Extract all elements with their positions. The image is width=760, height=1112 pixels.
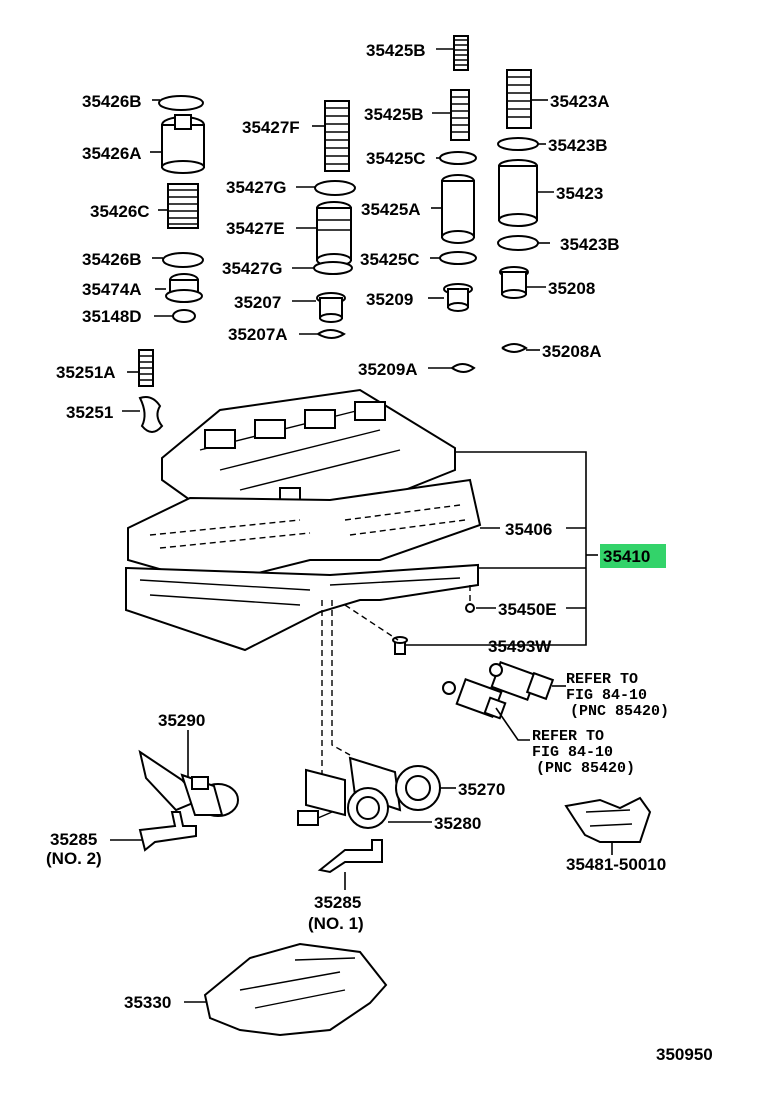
guide-line-solenoid-b: [331, 600, 351, 756]
piston-35423[interactable]: [498, 159, 538, 227]
solenoid-upper-right[interactable]: [489, 661, 555, 701]
spring-35425b-top[interactable]: [453, 35, 469, 71]
label-35425b-top[interactable]: 35425B: [366, 41, 426, 60]
label-35425c-top[interactable]: 35425C: [366, 149, 426, 168]
svg-text:REFER TO: REFER TO: [566, 671, 638, 688]
leader-35410-bracket: [406, 451, 587, 646]
spring-35426c[interactable]: [167, 183, 199, 229]
label-35270[interactable]: 35270: [458, 780, 505, 799]
label-35251a[interactable]: 35251A: [56, 363, 116, 382]
ring-35423b-top[interactable]: [497, 137, 539, 151]
clip-35207a[interactable]: [317, 329, 346, 339]
ring-35425c-top[interactable]: [439, 151, 477, 165]
label-35425b-mid[interactable]: 35425B: [364, 105, 424, 124]
pipe-35481-50010[interactable]: [564, 796, 652, 843]
bolt-35493w[interactable]: [392, 636, 408, 655]
label-35285-no1[interactable]: 35285: [314, 893, 361, 912]
clip-35208a[interactable]: [501, 343, 528, 353]
clip-35209a[interactable]: [451, 363, 476, 373]
spring-35251a[interactable]: [138, 349, 154, 387]
seal-35148d[interactable]: [172, 309, 196, 323]
label-35207a[interactable]: 35207A: [228, 325, 288, 344]
lower-valve-body[interactable]: [125, 563, 479, 652]
solenoid-35290[interactable]: [138, 749, 239, 817]
refer-note-lower: REFER TO FIG 84-10 (PNC 85420): [532, 728, 635, 777]
label-35493w[interactable]: 35493W: [488, 637, 552, 656]
label-35207[interactable]: 35207: [234, 293, 281, 312]
ring-35423b-bottom[interactable]: [497, 235, 539, 251]
bracket-35285-no2[interactable]: [138, 811, 197, 852]
ring-35427g-top[interactable]: [314, 180, 356, 196]
strainer-35330[interactable]: [203, 942, 388, 1037]
spring-35423a[interactable]: [506, 69, 532, 129]
label-35427g-bot[interactable]: 35427G: [222, 259, 283, 278]
highlight-35410: [600, 544, 666, 568]
label-35426b-bot[interactable]: 35426B: [82, 250, 142, 269]
label-35148d[interactable]: 35148D: [82, 307, 142, 326]
plug-35209[interactable]: [443, 283, 473, 312]
diagram-code: 350950: [656, 1045, 713, 1064]
ring-35427g-bottom[interactable]: [313, 261, 353, 275]
piston-35474a[interactable]: [165, 273, 203, 303]
retainer-35251[interactable]: [138, 396, 164, 433]
label-35423b-bot[interactable]: 35423B: [560, 235, 620, 254]
label-35209a[interactable]: 35209A: [358, 360, 418, 379]
label-35425a[interactable]: 35425A: [361, 200, 421, 219]
label-35410[interactable]: 35410: [603, 547, 650, 566]
svg-text:FIG 84-10: FIG 84-10: [566, 687, 647, 704]
label-35425c-bot[interactable]: 35425C: [360, 250, 420, 269]
plug-35207[interactable]: [316, 292, 346, 323]
label-35406[interactable]: 35406: [505, 520, 552, 539]
label-35285-no1-sub: (NO. 1): [308, 914, 364, 933]
label-35481[interactable]: 35481-50010: [566, 855, 666, 874]
label-35450e[interactable]: 35450E: [498, 600, 557, 619]
label-35285-no2[interactable]: 35285: [50, 830, 97, 849]
label-35423b-top[interactable]: 35423B: [548, 136, 608, 155]
svg-text:REFER TO: REFER TO: [532, 728, 604, 745]
refer-note-upper: REFER TO FIG 84-10 (PNC 85420): [566, 671, 669, 720]
label-35426b-top[interactable]: 35426B: [82, 92, 142, 111]
label-35209[interactable]: 35209: [366, 290, 413, 309]
label-35423a[interactable]: 35423A: [550, 92, 610, 111]
label-35426a[interactable]: 35426A: [82, 144, 142, 163]
spring-35427f[interactable]: [324, 100, 350, 172]
label-35426c[interactable]: 35426C: [90, 202, 150, 221]
label-35330[interactable]: 35330: [124, 993, 171, 1012]
label-35285-no2-sub: (NO. 2): [46, 849, 102, 868]
label-35208[interactable]: 35208: [548, 279, 595, 298]
svg-text:(PNC 85420): (PNC 85420): [536, 760, 635, 777]
label-35290[interactable]: 35290: [158, 711, 205, 730]
ring-35426b-top[interactable]: [158, 95, 204, 111]
piston-35427e[interactable]: [316, 201, 352, 267]
guide-line-35493w: [344, 604, 399, 641]
plug-35208[interactable]: [499, 266, 529, 299]
leader-refer-lower: [495, 707, 530, 741]
label-35251[interactable]: 35251: [66, 403, 113, 422]
label-35423[interactable]: 35423: [556, 184, 603, 203]
ring-35426b-bottom[interactable]: [162, 252, 204, 268]
bracket-35285-no1[interactable]: [317, 839, 383, 874]
spring-35425b-mid[interactable]: [450, 89, 470, 141]
piston-35425a[interactable]: [441, 174, 475, 244]
solenoid-35280[interactable]: [297, 768, 389, 829]
label-35427f[interactable]: 35427F: [242, 118, 300, 137]
svg-text:FIG 84-10: FIG 84-10: [532, 744, 613, 761]
ball-35450e[interactable]: [465, 603, 475, 613]
plunger-35426a[interactable]: [161, 114, 205, 174]
label-35280[interactable]: 35280: [434, 814, 481, 833]
svg-text:(PNC 85420): (PNC 85420): [570, 703, 669, 720]
ring-35425c-bottom[interactable]: [439, 251, 477, 265]
label-35427g-top[interactable]: 35427G: [226, 178, 287, 197]
label-35474a[interactable]: 35474A: [82, 280, 142, 299]
label-35427e[interactable]: 35427E: [226, 219, 285, 238]
label-35208a[interactable]: 35208A: [542, 342, 602, 361]
